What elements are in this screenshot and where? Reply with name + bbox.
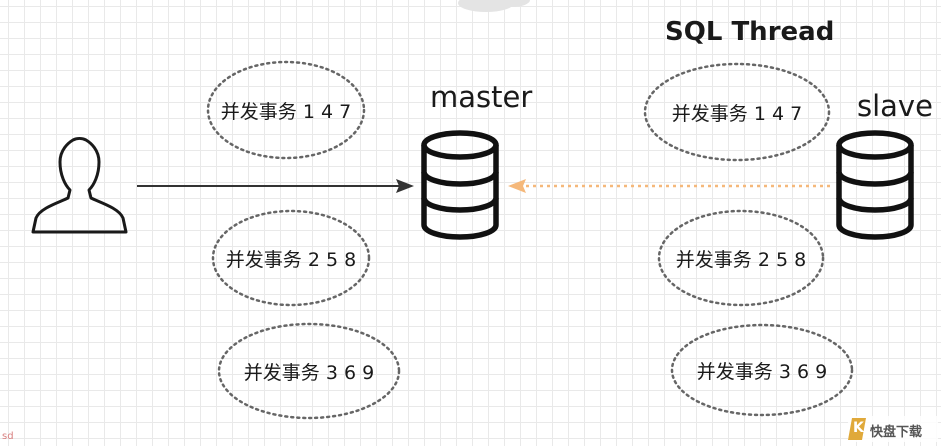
cloud-decoration — [458, 0, 530, 12]
slave-transaction-label: 并发事务 1 4 7 — [671, 103, 803, 125]
watermark-logo-icon — [848, 416, 938, 442]
database-icon — [836, 130, 914, 240]
watermark-brand-text: 快盘下载 — [870, 425, 923, 440]
transaction-ellipse — [643, 62, 831, 162]
database-icon — [421, 130, 499, 240]
slave-transaction-label: 并发事务 3 6 9 — [696, 361, 828, 383]
transaction-ellipse — [217, 322, 401, 420]
transaction-ellipse — [670, 323, 854, 417]
user-icon — [31, 137, 128, 234]
master-label: master — [430, 80, 533, 114]
master-transaction-label: 并发事务 1 4 7 — [220, 101, 352, 123]
watermark-brand-initial: K — [853, 420, 864, 436]
master-transaction-label: 并发事务 3 6 9 — [243, 362, 375, 384]
slave-transaction-label: 并发事务 2 5 8 — [675, 249, 807, 271]
transaction-ellipse — [211, 209, 371, 307]
slave-label: slave — [857, 89, 933, 123]
diagram-title: SQL Thread — [665, 17, 835, 47]
transaction-ellipse — [657, 209, 825, 307]
transaction-ellipse — [206, 60, 366, 160]
write-arrow — [137, 179, 414, 193]
master-transaction-label: 并发事务 2 5 8 — [225, 249, 357, 271]
watermark-corner-text: sd — [2, 431, 14, 442]
replication-arrow — [508, 179, 830, 193]
